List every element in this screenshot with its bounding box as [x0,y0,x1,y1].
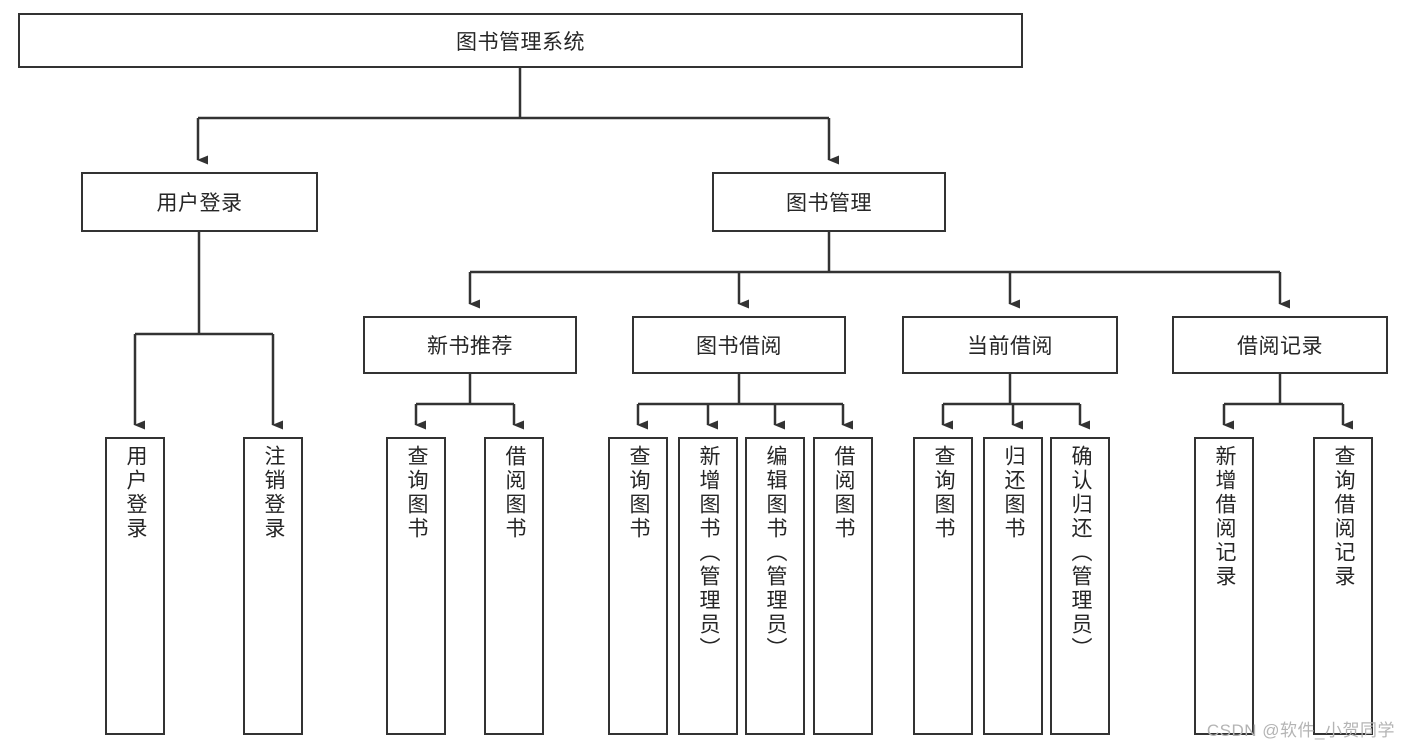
node-leaf-query-book-1[interactable]: 查询图书 [386,437,446,735]
node-leaf-query-book-2[interactable]: 查询图书 [608,437,668,735]
node-book-borrow[interactable]: 图书借阅 [632,316,846,374]
node-leaf-add-record-label: 新增借阅记录 [1213,445,1237,589]
node-leaf-add-book[interactable]: 新增图书（管理员） [678,437,738,735]
node-root[interactable]: 图书管理系统 [18,13,1023,68]
node-leaf-query-book-2-label: 查询图书 [627,445,651,541]
node-book-management[interactable]: 图书管理 [712,172,946,232]
node-leaf-return-book-label: 归还图书 [1002,445,1026,541]
node-leaf-query-record[interactable]: 查询借阅记录 [1313,437,1373,735]
node-leaf-borrow-book-2-label: 借阅图书 [832,445,856,541]
node-leaf-user-login-label: 用户登录 [124,445,148,541]
node-leaf-add-book-label: 新增图书（管理员） [697,445,721,661]
node-leaf-user-login[interactable]: 用户登录 [105,437,165,735]
node-leaf-edit-book[interactable]: 编辑图书（管理员） [745,437,805,735]
node-borrow-record-label: 借阅记录 [1237,335,1323,358]
node-leaf-borrow-book-1[interactable]: 借阅图书 [484,437,544,735]
node-book-borrow-label: 图书借阅 [696,335,782,358]
node-leaf-add-record[interactable]: 新增借阅记录 [1194,437,1254,735]
node-leaf-query-book-3-label: 查询图书 [932,445,956,541]
csdn-watermark: CSDN @软件_小贺同学 [1206,721,1395,740]
node-user-login-label: 用户登录 [156,192,243,215]
node-leaf-return-book[interactable]: 归还图书 [983,437,1043,735]
node-current-borrow-label: 当前借阅 [967,335,1053,358]
node-leaf-query-book-1-label: 查询图书 [405,445,429,541]
node-leaf-logout-label: 注销登录 [262,445,286,541]
node-leaf-query-book-3[interactable]: 查询图书 [913,437,973,735]
node-user-login[interactable]: 用户登录 [81,172,318,232]
node-new-book-recommend-label: 新书推荐 [427,335,513,358]
node-book-management-label: 图书管理 [786,192,872,215]
node-root-label: 图书管理系统 [456,30,585,54]
node-leaf-borrow-book-1-label: 借阅图书 [503,445,527,541]
node-leaf-confirm-return-label: 确认归还（管理员） [1069,445,1093,661]
node-new-book-recommend[interactable]: 新书推荐 [363,316,577,374]
node-leaf-borrow-book-2[interactable]: 借阅图书 [813,437,873,735]
node-leaf-edit-book-label: 编辑图书（管理员） [764,445,788,661]
node-leaf-query-record-label: 查询借阅记录 [1332,445,1356,589]
node-borrow-record[interactable]: 借阅记录 [1172,316,1388,374]
node-leaf-logout[interactable]: 注销登录 [243,437,303,735]
node-current-borrow[interactable]: 当前借阅 [902,316,1118,374]
node-leaf-confirm-return[interactable]: 确认归还（管理员） [1050,437,1110,735]
